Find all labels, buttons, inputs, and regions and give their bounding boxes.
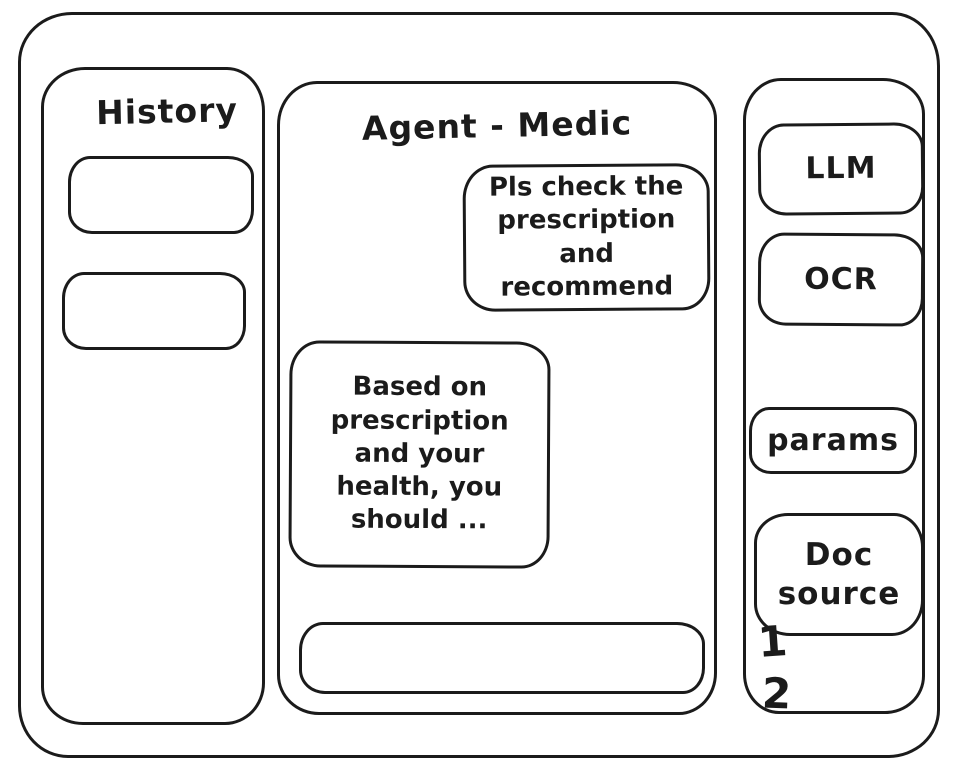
assistant-message-bubble: Based on prescription and your health, y… [288,340,551,569]
tools-panel: LLM OCR params Doc source 1 2 [743,78,925,719]
params-button[interactable]: params [749,407,917,474]
chat-title: Agent - Medic [361,103,633,148]
ocr-button[interactable]: OCR [757,232,925,327]
annotation-number-2: 2 [761,668,793,719]
message-input[interactable] [299,622,705,694]
history-item[interactable] [62,272,246,350]
history-panel: History [41,67,265,725]
chat-panel: Agent - Medic Pls check the prescription… [277,81,717,715]
app-window-frame: History Agent - Medic Pls check the pres… [18,12,940,758]
doc-source-button[interactable]: Doc source [754,513,924,636]
llm-button[interactable]: LLM [757,122,925,216]
history-panel-title: History [95,90,239,133]
history-item[interactable] [68,156,254,234]
user-message-bubble: Pls check the prescription and recommend [462,163,711,312]
annotation-number-1: 1 [756,616,789,667]
